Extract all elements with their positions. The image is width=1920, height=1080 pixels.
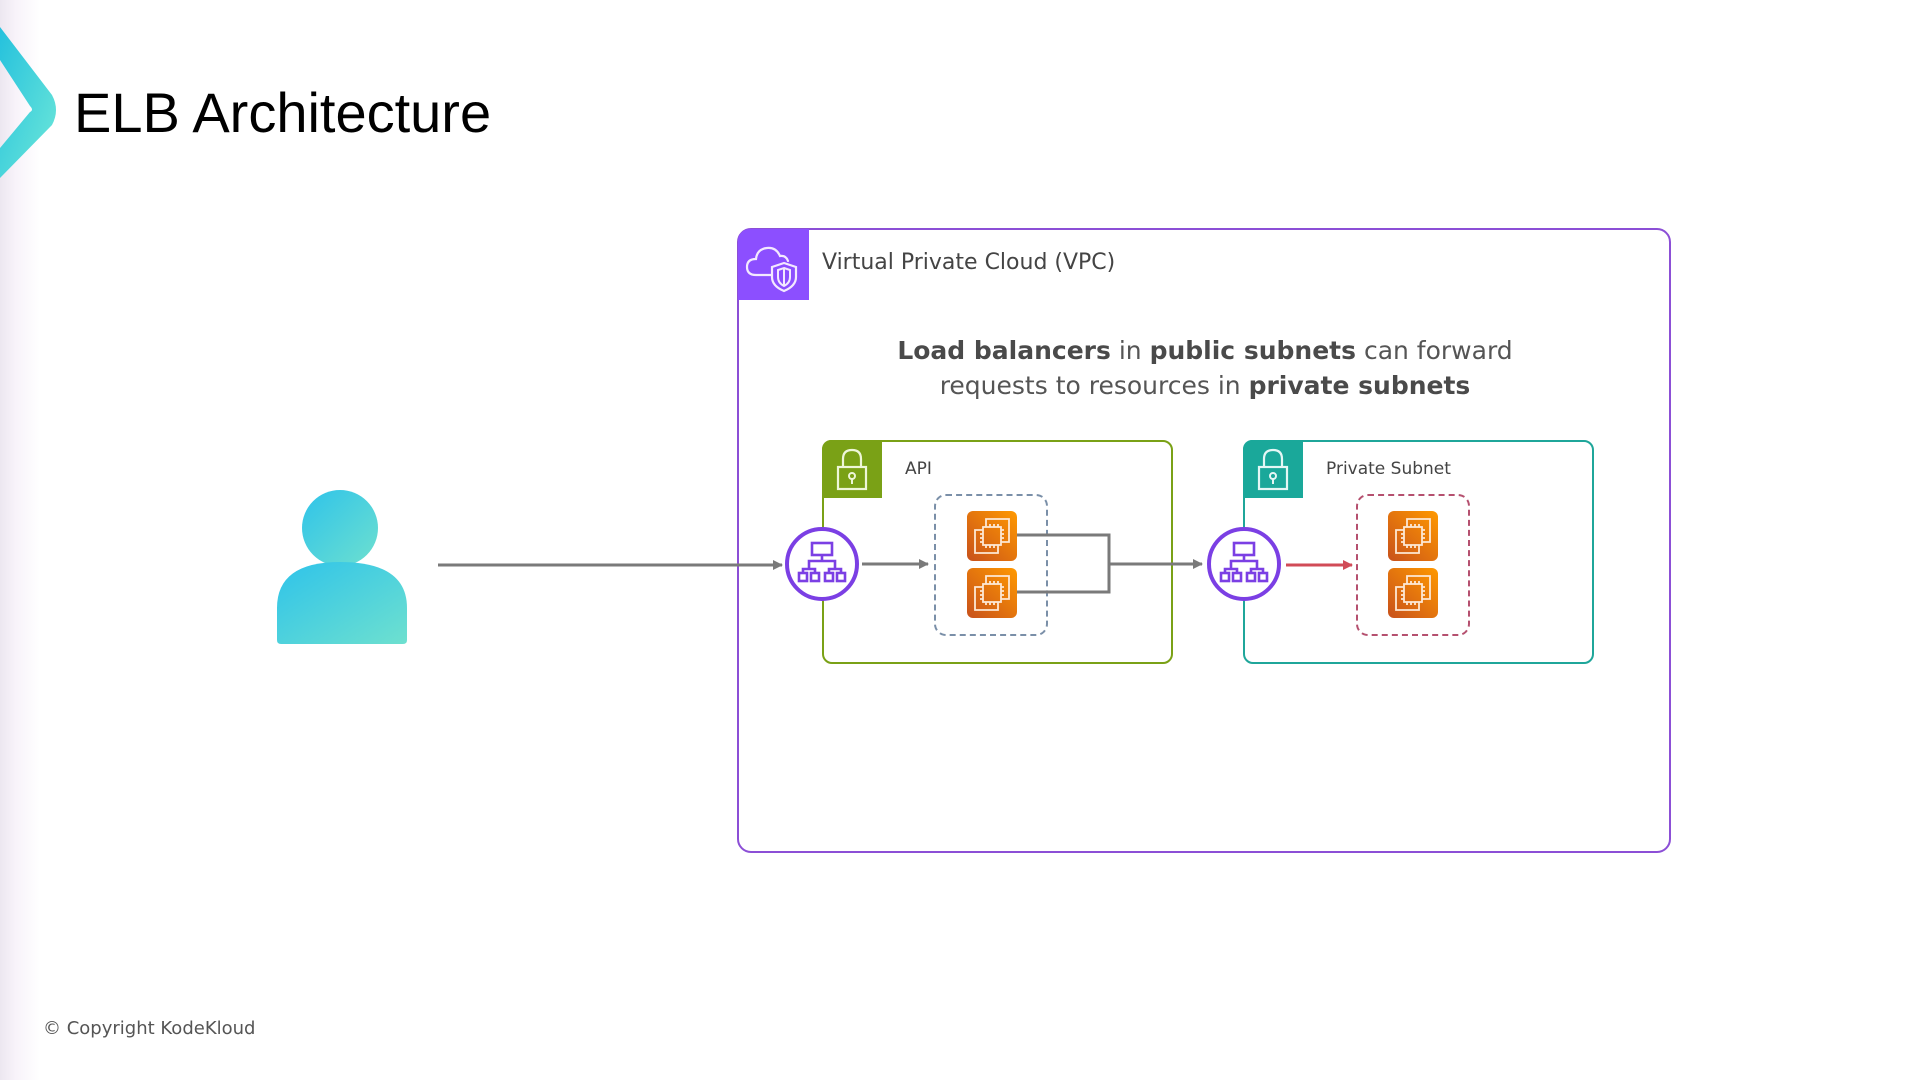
vpc-label: Virtual Private Cloud (VPC) (822, 250, 1116, 275)
description-text-bold: Load balancers (897, 336, 1111, 365)
subnet-api-label: API (905, 459, 932, 479)
subnet-private-lock-tile (1243, 440, 1303, 498)
slide-edge-gradient (0, 0, 40, 1080)
vpc-cloud-shield-icon (745, 246, 798, 293)
lock-icon (836, 448, 868, 491)
private-instance-group (1356, 494, 1470, 636)
slide-title: ELB Architecture (74, 81, 492, 144)
ec2-instance-icon (967, 568, 1017, 618)
subnet-private-label: Private Subnet (1326, 459, 1451, 479)
description-text-bold: public subnets (1149, 336, 1356, 365)
description-line-1: Load balancers in public subnets can for… (880, 333, 1530, 368)
description-text-bold: private subnets (1248, 371, 1471, 400)
subnet-api-lock-tile (822, 440, 882, 498)
elastic-load-balancer-icon (785, 527, 859, 601)
kodekloud-chevron-logo (0, 27, 56, 178)
user-icon (277, 490, 407, 644)
ec2-instance-icon (967, 511, 1017, 561)
description-line-2: requests to resources in private subnets (880, 368, 1530, 403)
lock-icon (1257, 448, 1289, 491)
description-text: in (1110, 336, 1150, 365)
diagram-description: Load balancers in public subnets can for… (880, 333, 1530, 403)
description-text: requests to resources in (939, 371, 1249, 400)
api-instance-group (934, 494, 1048, 636)
vpc-icon-tile (738, 229, 809, 300)
ec2-instance-icon (1388, 511, 1438, 561)
vpc-container (737, 228, 1671, 853)
elastic-load-balancer-icon (1207, 527, 1281, 601)
description-text: can forward (1356, 336, 1513, 365)
ec2-instance-icon (1388, 568, 1438, 618)
copyright-notice: © Copyright KodeKloud (43, 1018, 256, 1039)
api-instances-bracket (1017, 533, 1111, 594)
